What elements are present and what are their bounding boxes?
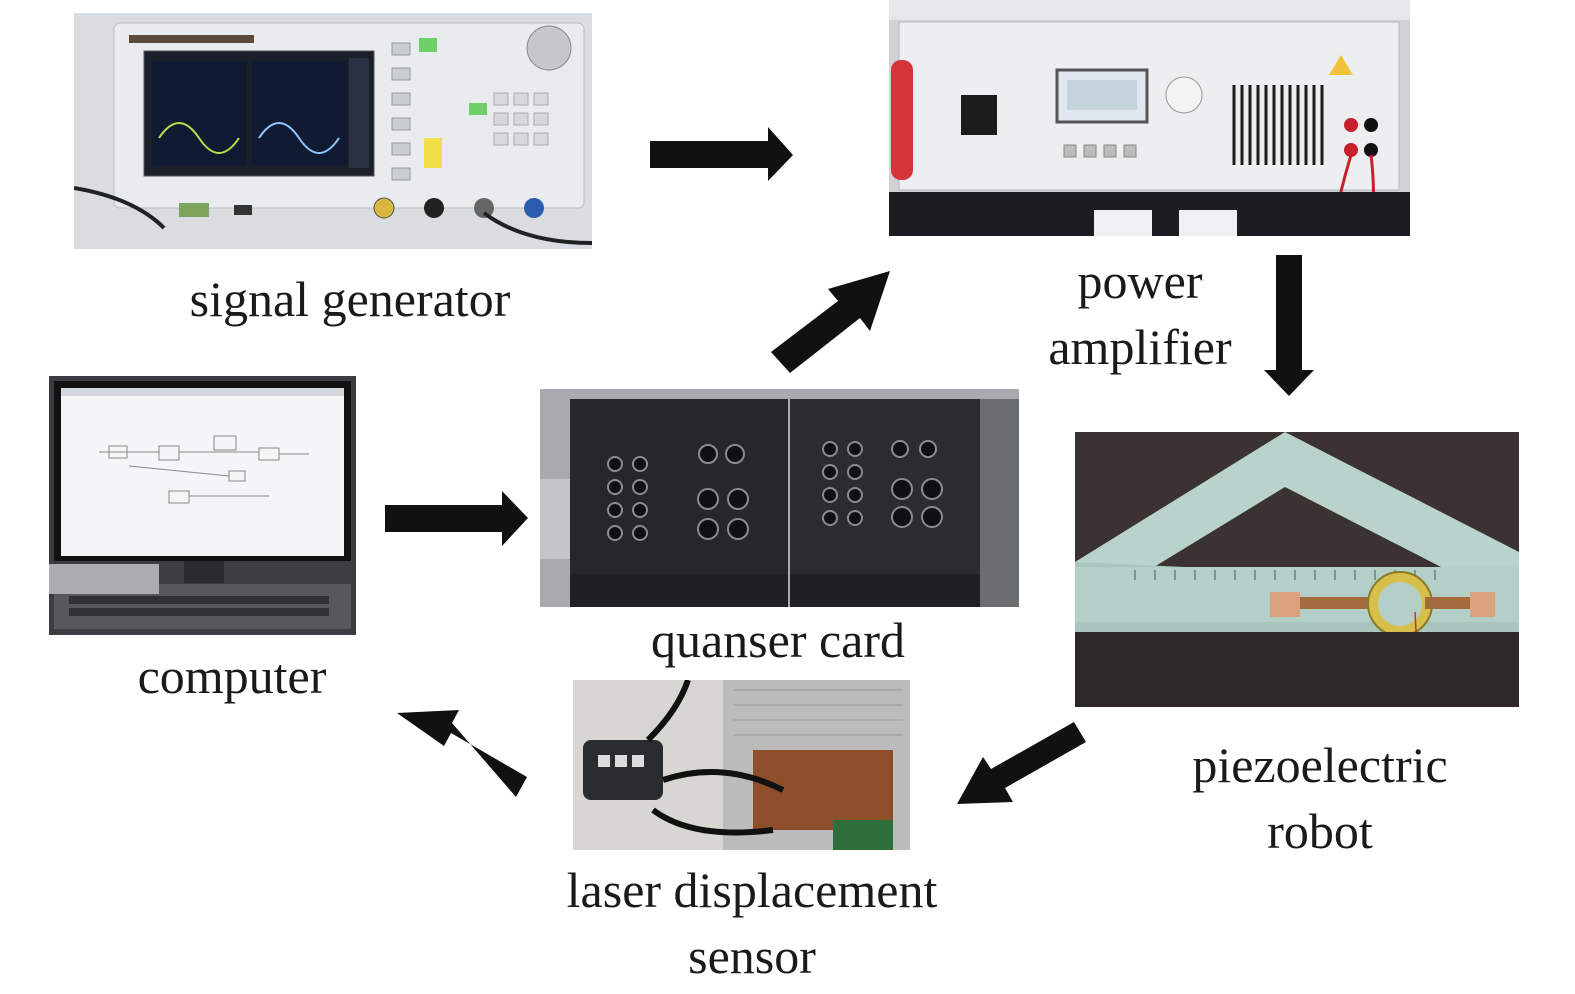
piezoelectric-robot-label: piezoelectric robot [1192,737,1448,859]
arrow-signal-to-amplifier [650,127,793,181]
arrow-sensor-to-computer [397,710,527,797]
power-amplifier-label: power amplifier [1048,253,1232,375]
arrow-quanser-to-amplifier [771,271,890,373]
arrow-computer-to-quanser [385,491,528,546]
computer-photo [49,376,356,635]
signal-generator-label: signal generator [189,271,511,327]
piezoelectric-robot-photo [1075,432,1519,707]
power-amplifier-photo [889,0,1410,236]
signal-generator-photo [74,13,592,249]
computer-label: computer [137,648,327,704]
arrow-amplifier-to-robot [1264,255,1314,396]
laser-sensor-photo [573,680,910,850]
arrow-robot-to-sensor [957,722,1086,804]
laser-sensor-label: laser displacement sensor [566,862,938,984]
quanser-card-label: quanser card [650,612,906,668]
quanser-card-photo [540,389,1019,607]
